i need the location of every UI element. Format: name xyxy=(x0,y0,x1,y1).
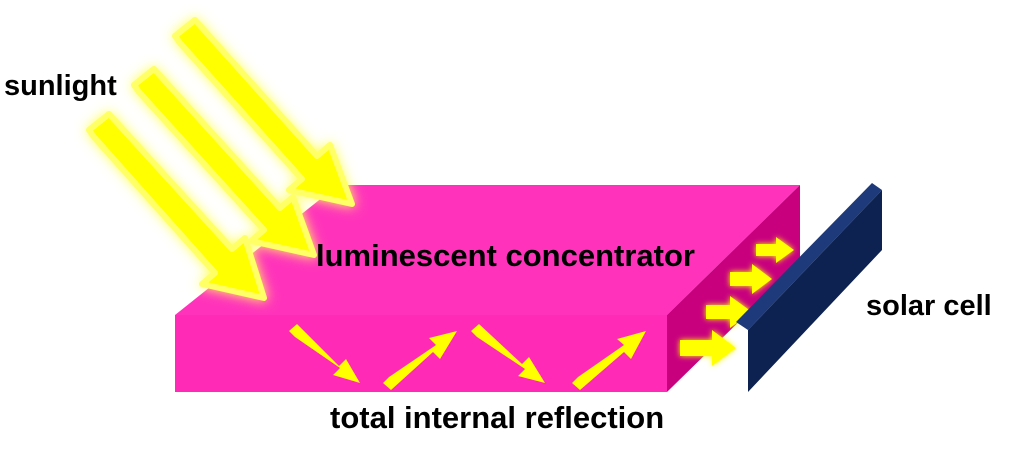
concentrator-label: luminescent concentrator xyxy=(316,238,695,273)
reflection-arrow-icon xyxy=(289,324,360,383)
reflection-arrow-icon xyxy=(572,331,646,390)
sunlight-arrow-icon xyxy=(86,111,267,301)
emitted-light-icon xyxy=(730,264,772,294)
emitted-light-icon xyxy=(680,330,736,366)
reflection-arrows xyxy=(289,324,646,390)
reflection-arrow-icon xyxy=(471,324,545,383)
solar-cell-face xyxy=(748,190,882,392)
sunlight-arrow-icon xyxy=(172,17,355,207)
sunlight-arrows xyxy=(86,17,355,301)
slab-front-face xyxy=(175,315,667,392)
reflection-label: total internal reflection xyxy=(330,400,665,435)
emitted-light-icon xyxy=(756,237,794,263)
solar-cell-label: solar cell xyxy=(866,290,992,322)
solar-cell-edge xyxy=(736,183,882,330)
slab-top-face xyxy=(175,185,800,315)
reflection-arrow-icon xyxy=(383,331,457,390)
sunlight-label: sunlight xyxy=(4,70,117,102)
solar-cell xyxy=(736,183,882,392)
sunlight-arrow-icon xyxy=(131,66,317,258)
